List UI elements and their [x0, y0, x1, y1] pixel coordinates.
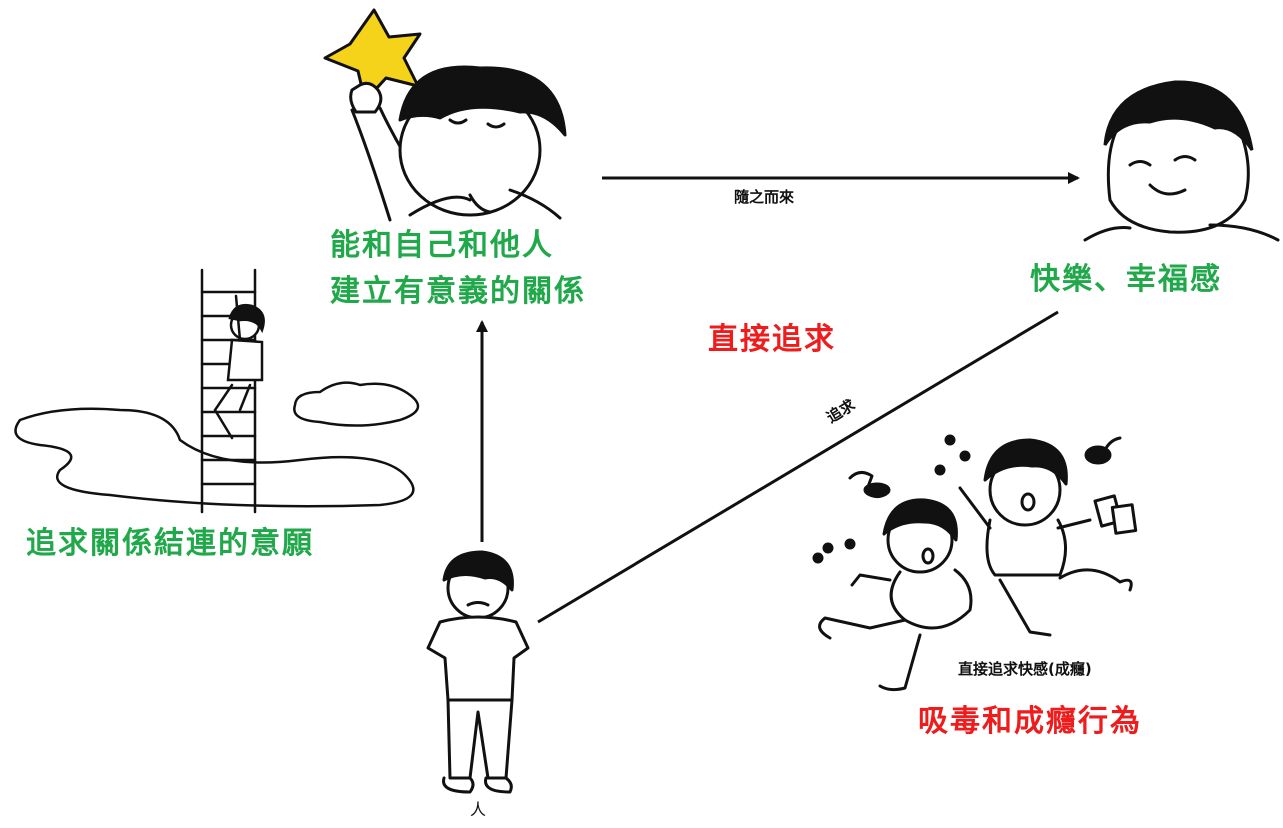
label-pursue-connection: 追求關係結連的意願 [26, 526, 314, 561]
cloud-large-shape [14, 407, 415, 508]
label-meaningful-relationship-2: 建立有意義的關係 [330, 274, 586, 309]
climbing-boy-illustration [14, 268, 420, 514]
arrow-pursue-diagonal [537, 310, 1059, 624]
cloud-small-shape [293, 381, 420, 427]
happy-face-illustration [1083, 80, 1280, 242]
label-person: 人 [470, 800, 487, 819]
star-icon [323, 8, 422, 103]
label-pleasure-caption: 直接追求快感(成癮) [958, 660, 1092, 678]
standing-person-illustration [426, 550, 530, 794]
label-addiction: 吸毒和成癮行為 [918, 704, 1142, 739]
addiction-scene-illustration [812, 434, 1138, 692]
boy-reaching-star-illustration [323, 8, 567, 222]
label-meaningful-relationship-1: 能和自己和他人 [330, 228, 554, 263]
label-happiness: 快樂、幸福感 [1030, 262, 1222, 297]
label-arrow-follows: 隨之而來 [734, 188, 795, 206]
label-direct-pursuit: 直接追求 [708, 322, 836, 357]
